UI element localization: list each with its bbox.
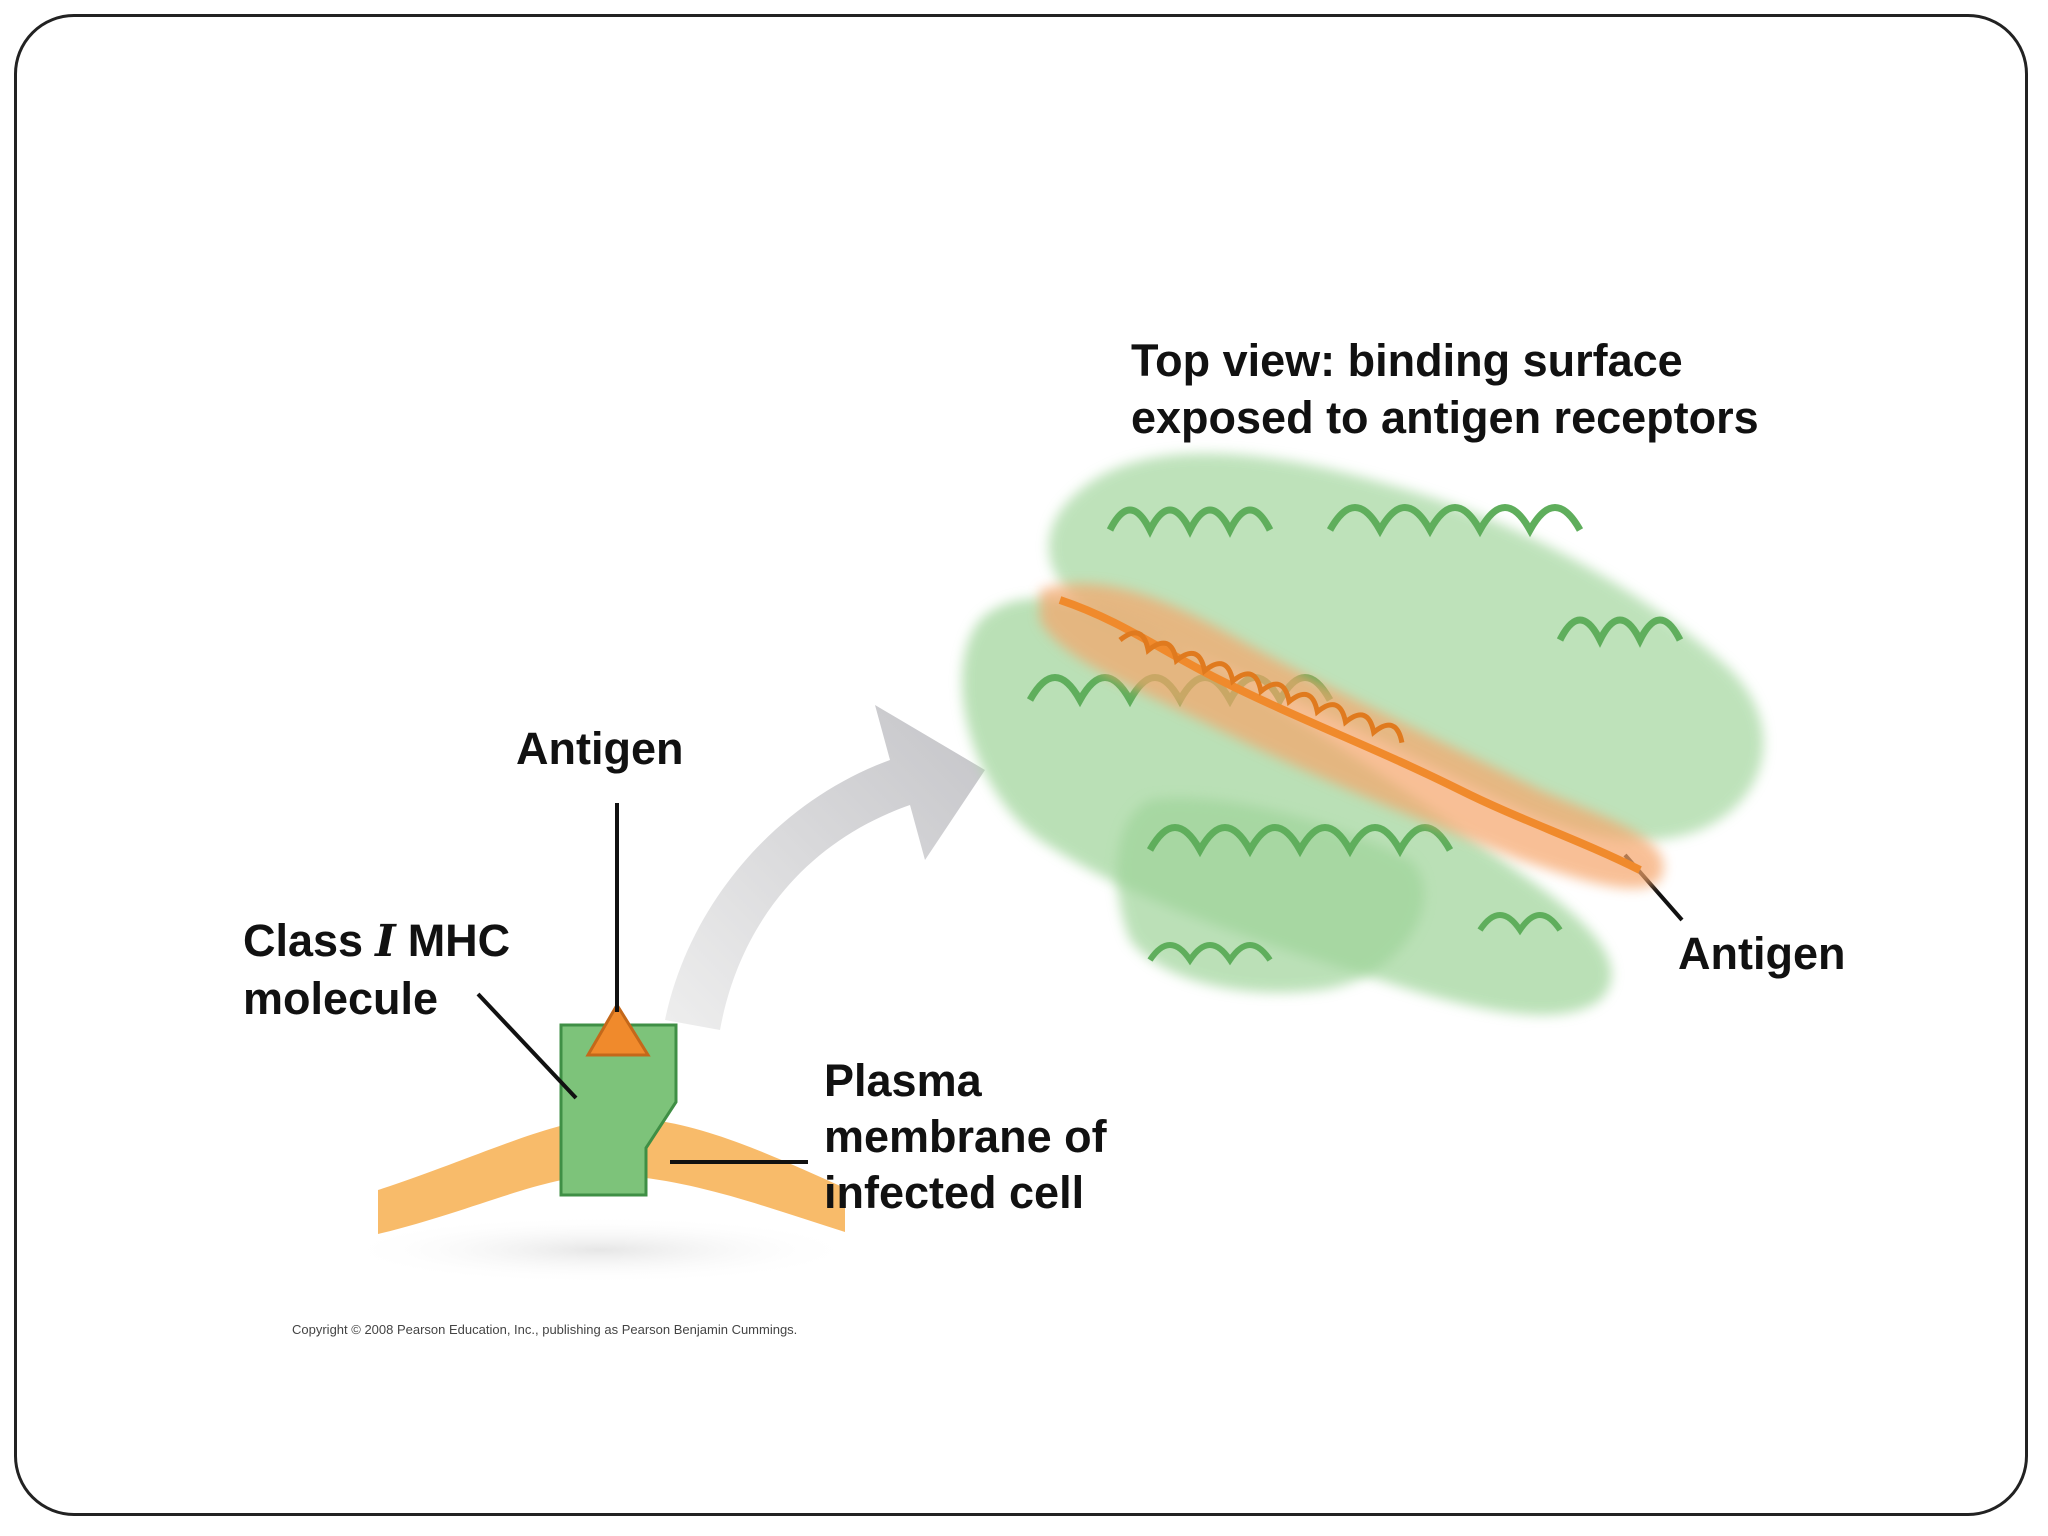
membrane-shadow [340,1216,860,1284]
mhc-top-view [962,453,1764,1015]
plasma-label-line3: infected cell [824,1167,1085,1218]
top-view-title-line2: exposed to antigen receptors [1131,392,1759,443]
plasma-label-line1: Plasma [824,1055,982,1106]
class-numeral: I [375,916,396,967]
plasma-membrane-shape [378,1117,845,1234]
top-view-title-line1: Top view: binding surface [1131,335,1683,386]
view-arrow [665,705,985,1030]
antigen-triangle [585,1002,651,1057]
antigen-label-left: Antigen [516,723,684,774]
molecule-leader [476,992,578,1100]
molecule-label: molecule [243,973,439,1024]
copyright-notice: Copyright © 2008 Pearson Education, Inc.… [292,1322,798,1337]
plasma-label-line2: membrane of [824,1111,1107,1162]
antigen-label-right: Antigen [1678,928,1846,979]
class-word: Class [243,915,364,966]
mhc-molecule-shape [559,1023,678,1197]
mhc-word: MHC [407,915,511,966]
